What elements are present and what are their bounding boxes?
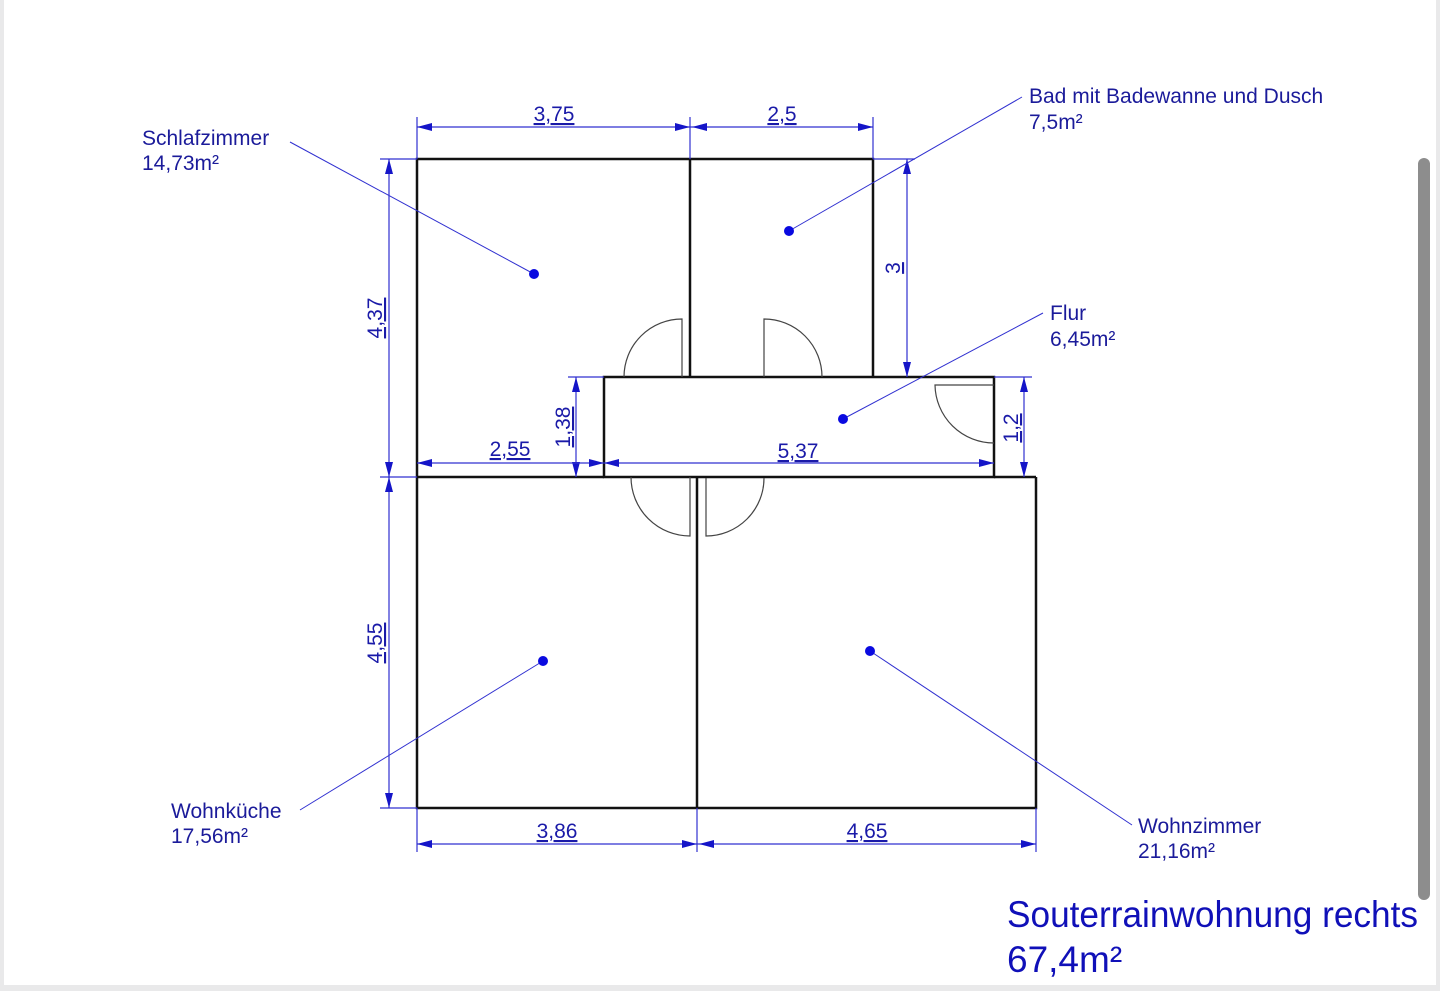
svg-text:Flur: Flur	[1050, 302, 1086, 325]
svg-text:Wohnzimmer: Wohnzimmer	[1138, 815, 1261, 838]
room-label-wohnzimmer: Wohnzimmer 21,16m²	[1138, 815, 1261, 863]
room-label-flur: Flur 6,45m²	[1050, 302, 1115, 351]
svg-text:21,16m²: 21,16m²	[1138, 840, 1215, 863]
dim-bad-height: 3	[882, 262, 905, 274]
svg-text:Bad mit Badewanne und Dusch: Bad mit Badewanne und Dusch	[1029, 85, 1323, 108]
svg-text:Schlafzimmer: Schlafzimmer	[142, 127, 269, 150]
dim-kueche-width: 3,86	[537, 820, 578, 843]
walls	[415, 157, 1038, 810]
dim-flur-height-left: 1,38	[552, 407, 575, 448]
svg-text:Wohnküche: Wohnküche	[171, 800, 282, 823]
room-label-schlafzimmer: Schlafzimmer 14,73m²	[142, 127, 269, 175]
dim-wohnzimmer-width: 4,65	[847, 820, 888, 843]
svg-text:17,56m²: 17,56m²	[171, 825, 248, 848]
door-wohnzimmer	[705, 477, 765, 537]
door-schlafzimmer	[623, 318, 683, 378]
floor-plan-sheet	[4, 0, 1436, 985]
room-label-bad: Bad mit Badewanne und Dusch 7,5m²	[1029, 85, 1323, 134]
svg-text:14,73m²: 14,73m²	[142, 152, 219, 175]
door-kueche	[630, 476, 691, 537]
vertical-scrollbar[interactable]	[1418, 158, 1430, 900]
dim-flur-offset: 2,55	[490, 438, 531, 461]
doors	[623, 318, 995, 537]
dim-flur-width: 5,37	[778, 440, 819, 463]
dim-bad-width: 2,5	[767, 103, 796, 126]
dim-flur-height-right: 1,2	[1000, 413, 1023, 442]
dimension-lines	[380, 117, 1037, 852]
door-bad	[763, 318, 823, 378]
room-markers	[289, 96, 1133, 826]
plan-title: Souterrainwohnung rechts	[1007, 894, 1418, 935]
dim-schlafzimmer-height: 4,37	[364, 298, 387, 339]
door-entrance	[934, 384, 995, 444]
dim-schlafzimmer-width: 3,75	[534, 103, 575, 126]
total-area: 67,4m²	[1007, 939, 1122, 980]
svg-text:7,5m²: 7,5m²	[1029, 111, 1083, 134]
room-label-wohnkueche: Wohnküche 17,56m²	[171, 800, 282, 848]
dim-kueche-height: 4,55	[364, 623, 387, 664]
svg-text:6,45m²: 6,45m²	[1050, 328, 1115, 351]
